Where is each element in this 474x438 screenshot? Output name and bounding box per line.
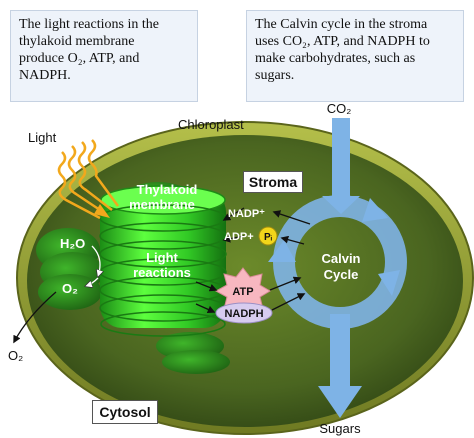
- pi-label: Pᵢ: [264, 232, 273, 243]
- caption-line: NADPH.: [19, 68, 71, 83]
- light-label: Light: [28, 130, 57, 145]
- h2o-label: H₂O: [60, 236, 85, 251]
- light-rays: [57, 139, 120, 220]
- co2-input-arrow: [322, 118, 360, 214]
- thylakoid-label-line2: membrane: [129, 197, 195, 212]
- caption-line: The Calvin cycle in the stroma: [255, 17, 428, 32]
- light-reactions-label-line1: Light: [146, 250, 178, 265]
- co2-label: CO₂: [327, 101, 352, 116]
- stroma-label: Stroma: [243, 171, 303, 193]
- chloroplast-label: Chloroplast: [178, 117, 244, 132]
- nadph-label: NADPH: [224, 308, 263, 320]
- pi-badge: [258, 226, 278, 246]
- light-reactions-label-line2: reactions: [133, 265, 191, 280]
- water-oxygen-arrows: [13, 245, 100, 344]
- o2-outer-label: O₂: [8, 348, 23, 363]
- small-granum-left: [36, 228, 104, 310]
- caption-line: thylakoid membrane: [19, 34, 135, 49]
- sugars-label: Sugars: [319, 421, 361, 436]
- nadph-pill: [215, 302, 273, 324]
- nadp-plus-label: NADP⁺: [228, 208, 265, 220]
- thylakoid-stack: [99, 185, 227, 337]
- adp-plus-label: ADP+: [224, 231, 254, 243]
- o2-inner-label: O₂: [62, 281, 78, 296]
- caption-line: The light reactions in the: [19, 17, 159, 32]
- calvin-label-line2: Cycle: [324, 267, 359, 282]
- caption-line: sugars.: [255, 68, 295, 83]
- small-granum-lower: [156, 332, 230, 374]
- reaction-arrows: [195, 207, 311, 314]
- calvin-label-line1: Calvin: [321, 251, 360, 266]
- caption-line: make carbohydrates, such as: [255, 51, 416, 66]
- light-reactions-caption: The light reactions in the thylakoid mem…: [10, 10, 198, 102]
- cytosol-label: Cytosol: [92, 400, 158, 424]
- sugar-output-arrow: [318, 314, 362, 418]
- thylakoid-label-line1: Thylakoid: [137, 182, 198, 197]
- atp-label: ATP: [232, 286, 253, 298]
- caption-line: produce O₂, ATP, and: [19, 51, 140, 66]
- caption-line: uses CO₂, ATP, and NADPH to: [255, 34, 430, 49]
- calvin-cycle-caption: The Calvin cycle in the stroma uses CO₂,…: [246, 10, 464, 102]
- light-arrowhead: [94, 204, 110, 218]
